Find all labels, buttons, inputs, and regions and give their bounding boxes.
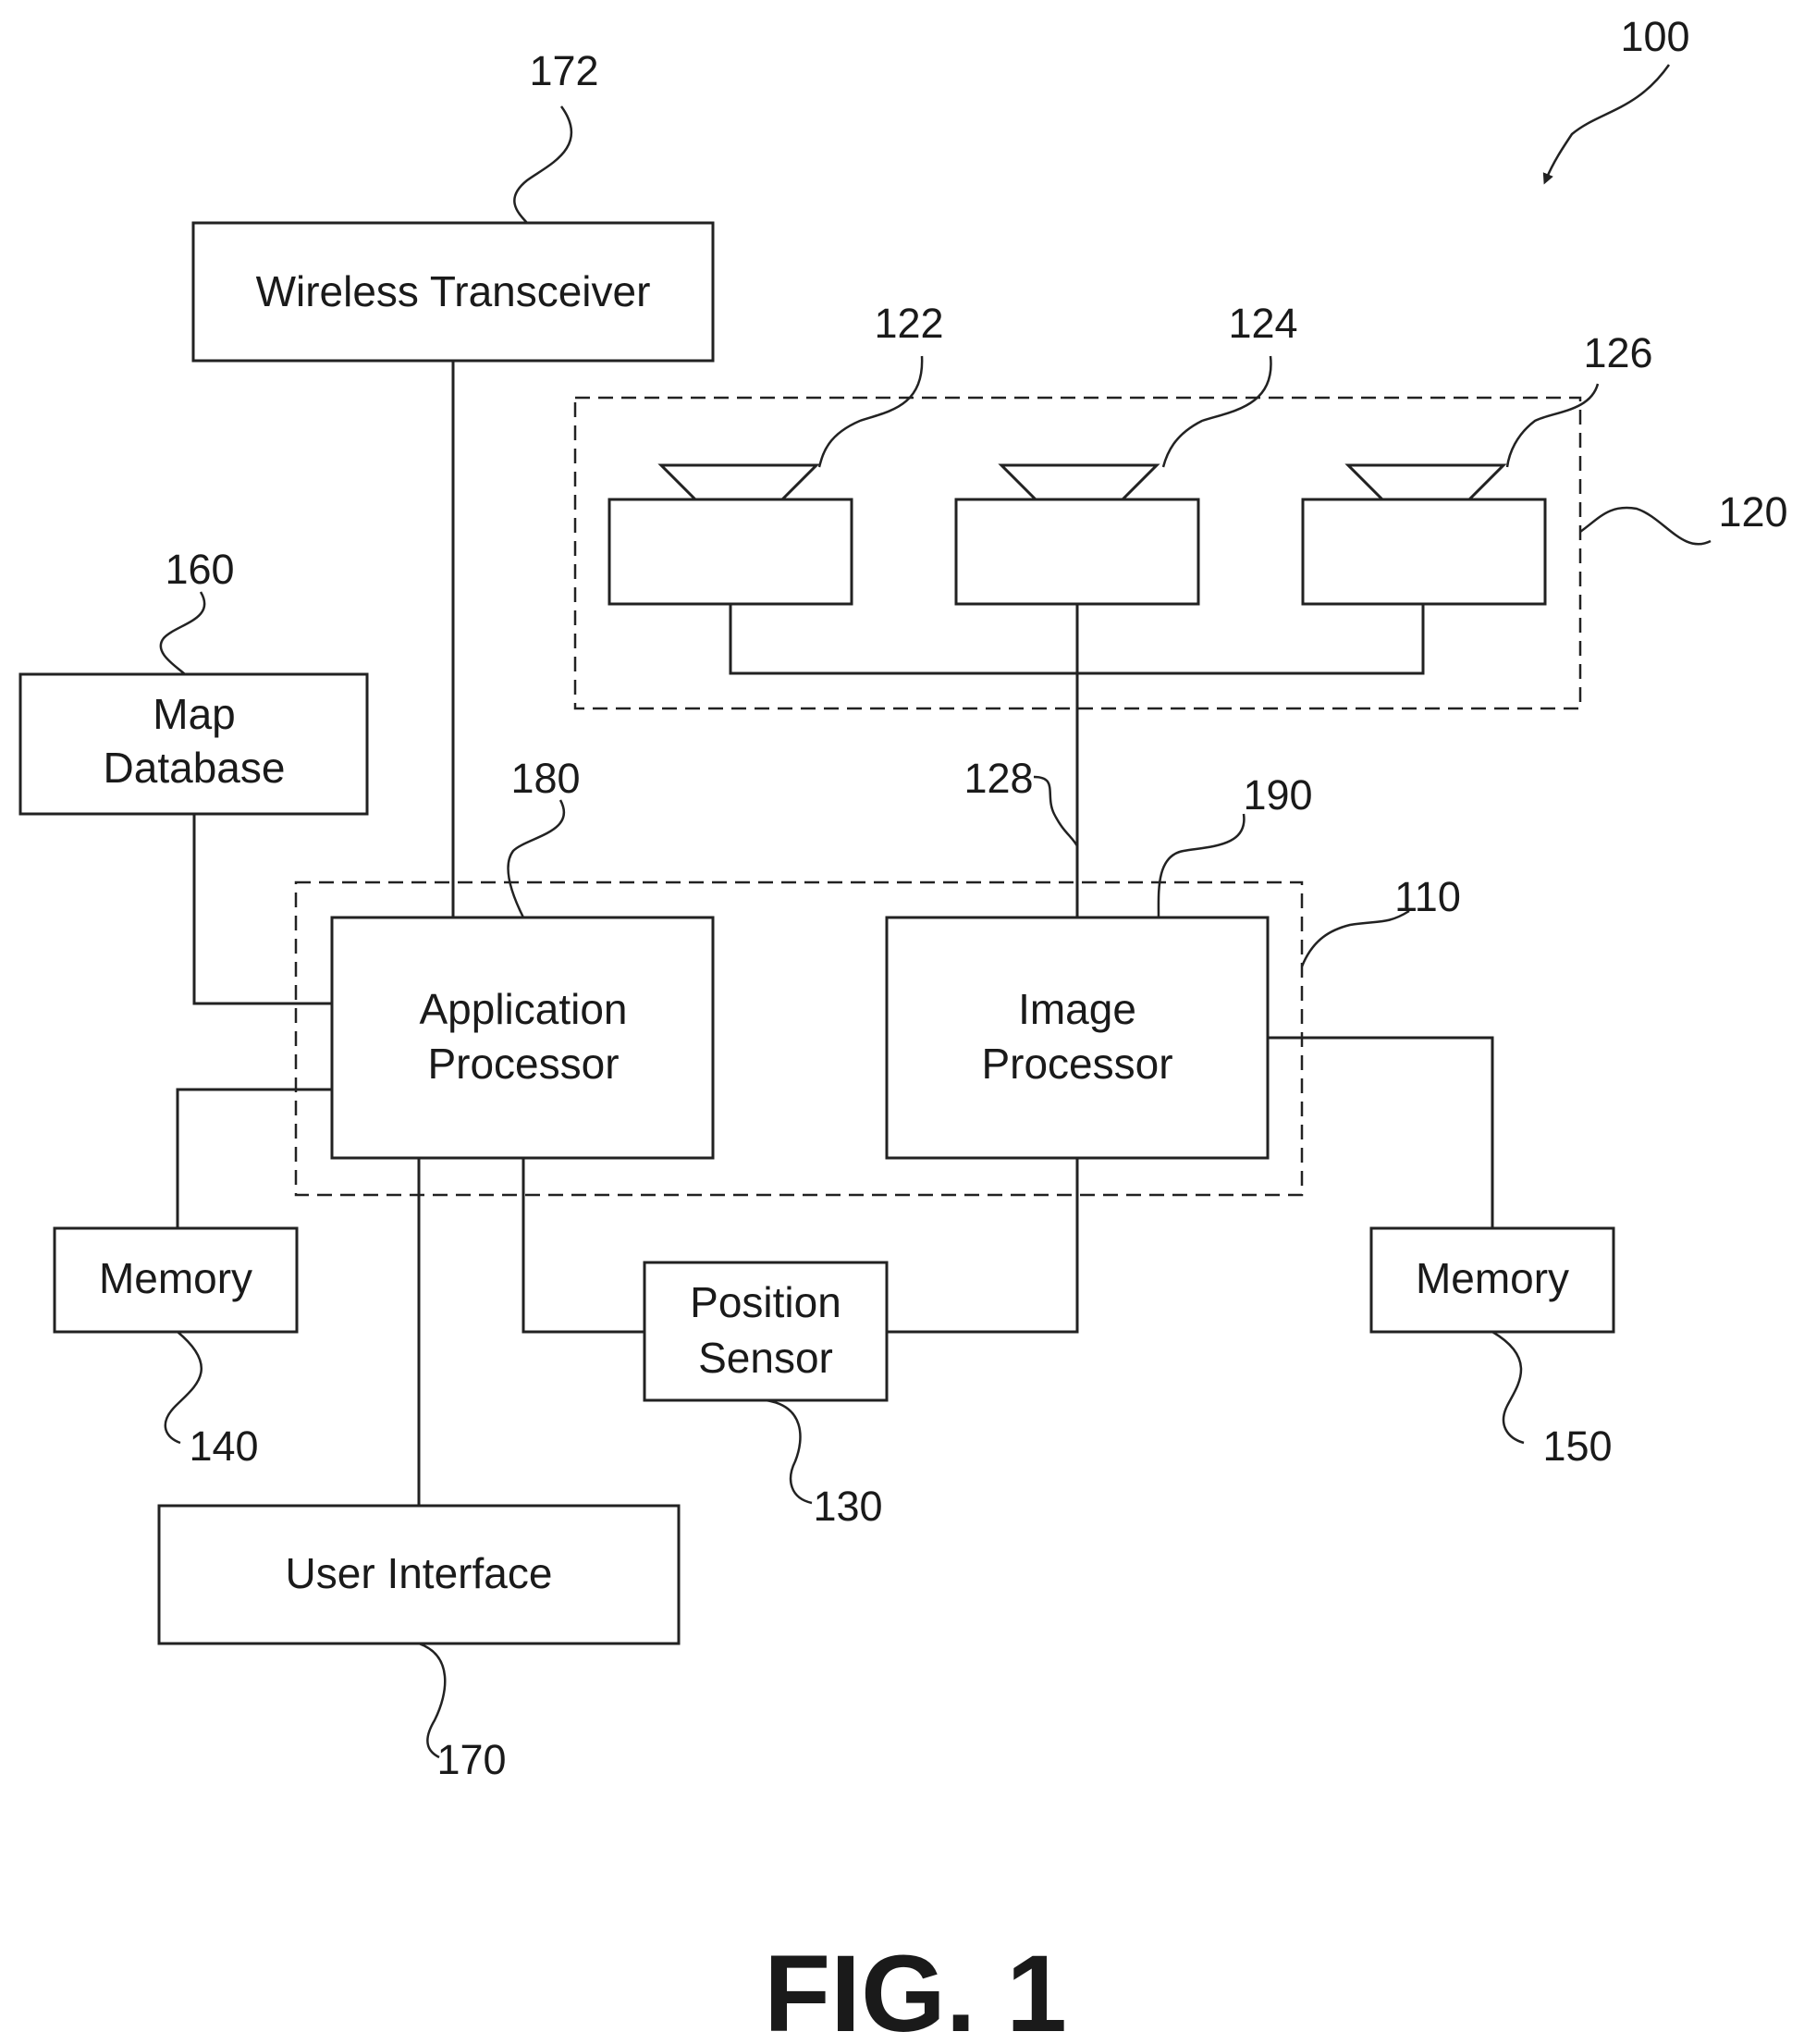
lead-line-120	[1580, 508, 1711, 544]
position-sensor-block: Position Sensor	[644, 1262, 887, 1400]
ref-180: 180	[510, 755, 580, 802]
figure-label: FIG. 1	[764, 1933, 1067, 2044]
ref-100: 100	[1620, 13, 1689, 60]
camera-unit-124	[956, 465, 1198, 604]
image-processor-block: Image Processor	[887, 917, 1268, 1158]
block-frame	[887, 917, 1268, 1158]
ref-150: 150	[1542, 1422, 1612, 1470]
camera-lens-icon	[1348, 465, 1503, 499]
ref-160: 160	[165, 546, 234, 593]
camera-lens-icon	[1001, 465, 1157, 499]
camera-body	[609, 499, 852, 604]
camera-unit-126	[1303, 465, 1545, 604]
ref-122: 122	[874, 300, 943, 347]
ref-140: 140	[189, 1422, 258, 1470]
ref-130: 130	[813, 1483, 882, 1530]
wire-app-processor-to-position-sensor	[523, 1158, 644, 1332]
ref-170: 170	[436, 1736, 506, 1783]
application-processor-block: Application Processor	[332, 917, 713, 1158]
lead-line-122	[819, 356, 922, 467]
ref-190: 190	[1243, 771, 1312, 819]
ref-120: 120	[1718, 488, 1787, 536]
user-interface-block: User Interface	[159, 1506, 679, 1644]
block-label: Memory	[99, 1254, 252, 1302]
lead-line-124	[1163, 356, 1270, 467]
wire-position-sensor-to-image-processor	[886, 1158, 1077, 1332]
block-label-line-1: Application	[419, 985, 627, 1033]
block-label-line-2: Sensor	[698, 1334, 833, 1382]
camera-lens-icon	[661, 465, 816, 499]
memory-140-block: Memory	[55, 1228, 297, 1332]
ref-128: 128	[963, 755, 1033, 802]
wireless-transceiver-block: Wireless Transceiver	[193, 223, 713, 361]
ref-126: 126	[1583, 329, 1652, 376]
lead-line-100-arrow	[1546, 65, 1669, 179]
camera-body	[956, 499, 1198, 604]
lead-line-150	[1492, 1332, 1524, 1443]
map-database-block: Map Database	[20, 674, 367, 814]
block-label-line-2: Processor	[981, 1040, 1172, 1088]
block-frame	[332, 917, 713, 1158]
wire-map-database-to-app-processor	[194, 814, 332, 1004]
block-label: Wireless Transceiver	[256, 267, 651, 315]
block-label: User Interface	[286, 1549, 553, 1597]
block-label-line-1: Position	[690, 1278, 841, 1326]
ref-124: 124	[1228, 300, 1297, 347]
lead-line-172	[514, 106, 571, 223]
lead-line-110	[1302, 911, 1409, 967]
lead-line-160	[161, 592, 204, 674]
lead-line-128	[1034, 777, 1077, 846]
block-label-line-2: Processor	[427, 1040, 619, 1088]
block-label: Memory	[1416, 1254, 1569, 1302]
block-label-line-1: Map	[153, 690, 235, 738]
wire-memory-140-to-app-processor	[178, 1090, 332, 1228]
block-label-line-2: Database	[104, 744, 286, 792]
ref-172: 172	[529, 47, 598, 94]
block-label-line-1: Image	[1018, 985, 1136, 1033]
camera-unit-122	[609, 465, 852, 604]
lead-line-180	[509, 800, 564, 917]
ref-110: 110	[1394, 873, 1461, 920]
lead-line-126	[1507, 384, 1598, 467]
lead-line-190	[1159, 814, 1245, 917]
memory-150-block: Memory	[1371, 1228, 1614, 1332]
lead-line-130	[766, 1400, 812, 1503]
camera-body	[1303, 499, 1545, 604]
